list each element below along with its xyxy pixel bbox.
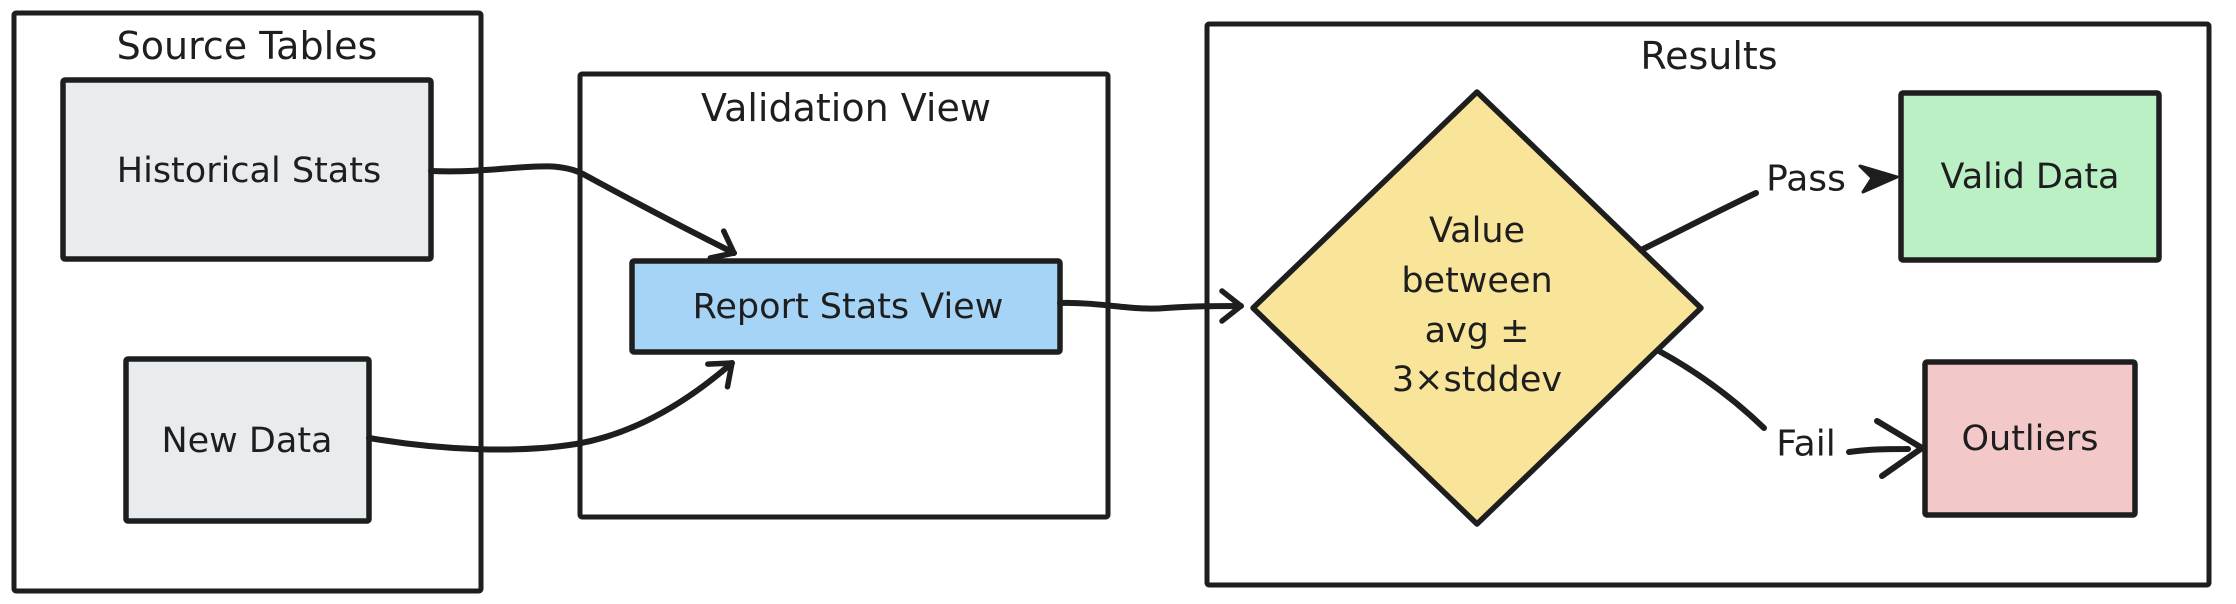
node-valid-data: Valid Data — [1898, 90, 2162, 263]
report-stats-view-label: Report Stats View — [693, 287, 1004, 327]
decision-line-4: 3×stddev — [1392, 360, 1562, 400]
frame-validation-view: Validation View — [577, 71, 1111, 520]
fail-branch-line[interactable] — [1656, 348, 1767, 431]
frame-results-title: Results — [1640, 34, 1777, 78]
node-report-stats-view: Report Stats View — [629, 258, 1063, 355]
fail-branch-label: Fail — [1776, 424, 1835, 465]
frame-validation-view-border[interactable] — [577, 71, 1111, 520]
node-decision-diamond: Value between avg ± 3×stddev — [1250, 89, 1704, 527]
pass-arrowhead-icon[interactable] — [1858, 164, 1899, 194]
decision-line-3: avg ± — [1425, 311, 1530, 351]
historical-stats-label: Historical Stats — [117, 151, 381, 191]
frame-validation-view-title: Validation View — [701, 86, 991, 130]
frame-source-tables-title: Source Tables — [117, 24, 378, 68]
frame-source-tables-border[interactable] — [11, 10, 484, 594]
node-historical-stats: Historical Stats — [60, 77, 434, 262]
edge-report-to-decision[interactable] — [1057, 288, 1244, 324]
fail-arrow-icon[interactable] — [1846, 418, 1925, 479]
pass-branch-label: Pass — [1766, 159, 1846, 200]
pass-branch-line[interactable] — [1638, 190, 1759, 253]
valid-data-box[interactable] — [1898, 90, 2162, 263]
node-outliers: Outliers — [1922, 359, 2138, 518]
valid-data-label: Valid Data — [1940, 157, 2119, 197]
frame-source-tables: Source Tables — [11, 10, 484, 594]
outliers-box[interactable] — [1922, 359, 2138, 518]
decision-line-2: between — [1401, 261, 1552, 301]
report-stats-view-box[interactable] — [629, 258, 1063, 355]
edge-historical-to-report[interactable] — [428, 163, 737, 261]
edge-decision-fail: Fail — [1656, 348, 1925, 479]
decision-diamond-shape[interactable] — [1250, 89, 1704, 527]
decision-line-1: Value — [1429, 211, 1525, 251]
outliers-label: Outliers — [1961, 419, 2098, 459]
new-data-label: New Data — [161, 421, 332, 461]
edge-newdata-to-report[interactable] — [366, 360, 735, 453]
node-new-data: New Data — [123, 356, 372, 524]
edge-decision-pass: Pass — [1638, 159, 1899, 253]
